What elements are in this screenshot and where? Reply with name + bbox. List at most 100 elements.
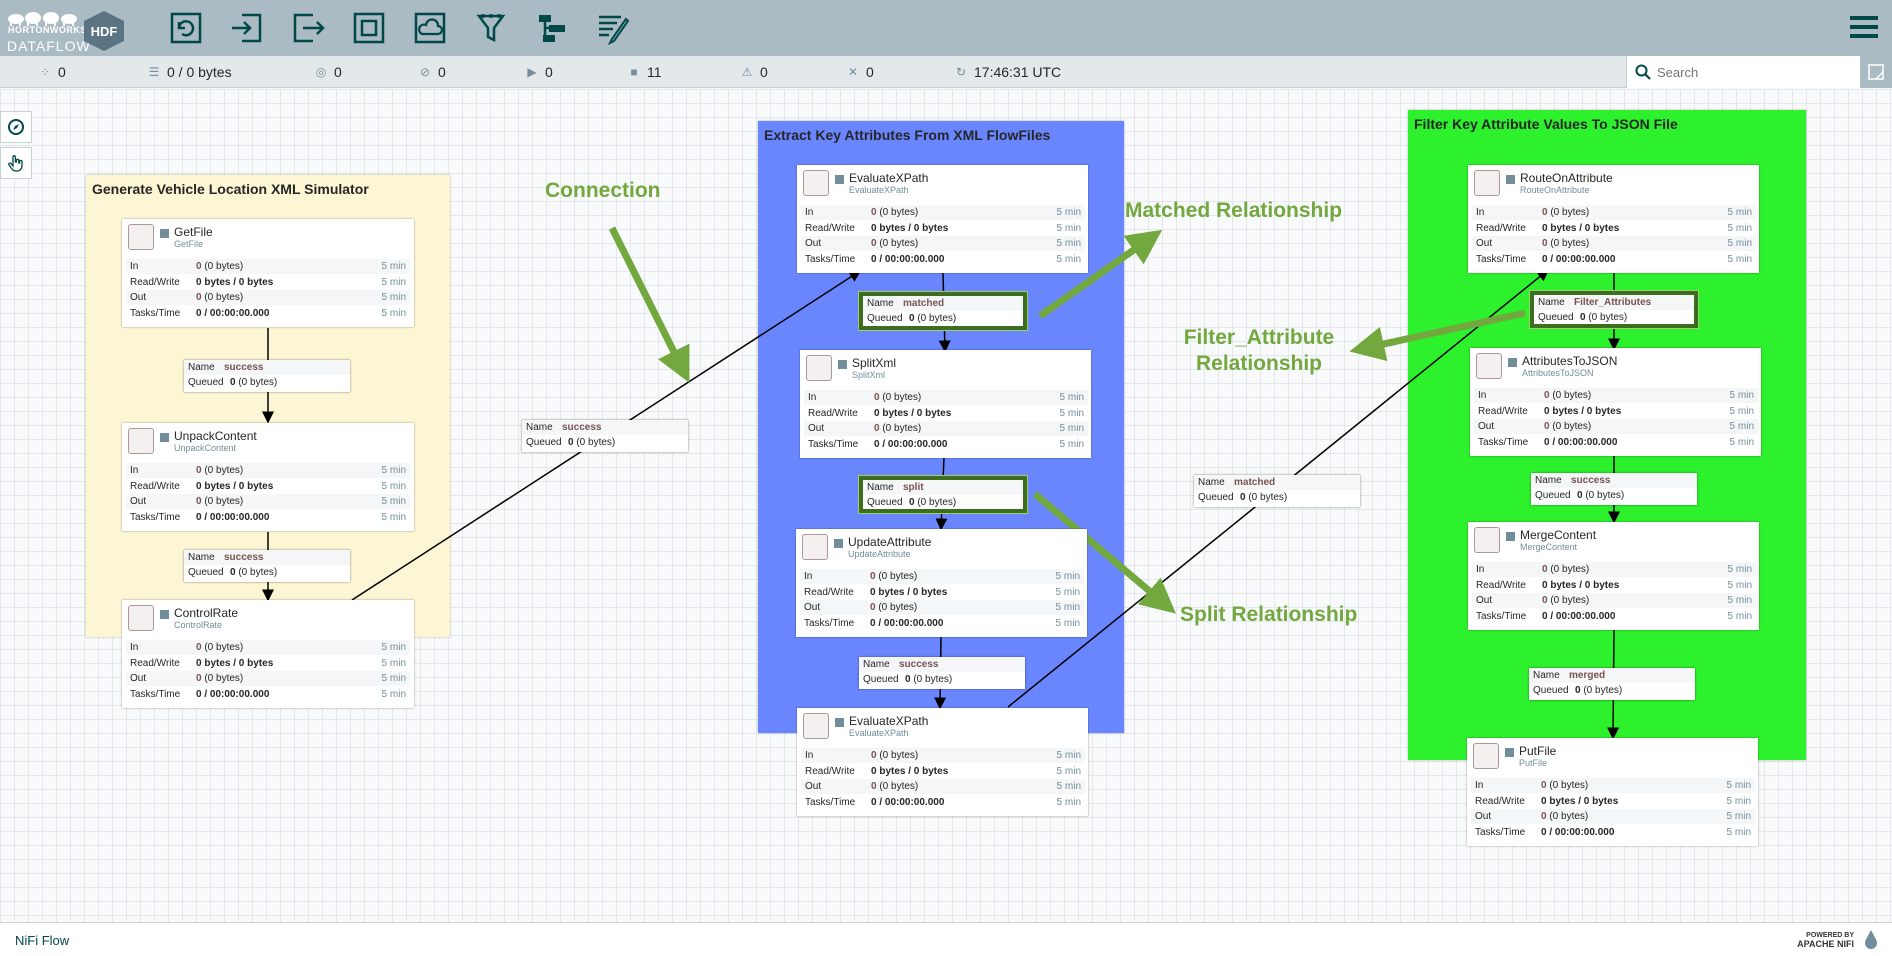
process-group-title: Generate Vehicle Location XML Simulator [92,181,369,197]
annotation-filter-attribute-relationship: Filter_Attribute Relationship [1183,326,1335,375]
input-port-icon [232,13,262,43]
status-last-refreshed[interactable]: ↻17:46:31 UTC [955,64,1062,80]
status-active-threads: ⁘0 [39,64,66,80]
processor-name: RouteOnAttribute [1520,171,1613,185]
queue-list-icon: ☰ [148,65,160,79]
threads-icon: ⁘ [39,65,51,79]
header-bar: HORTONWORKS DATAFLOW HDF [0,0,1892,56]
breadcrumb-nifi-flow[interactable]: NiFi Flow [15,933,70,948]
flow-status-bar: ⁘0 ☰0 / 0 bytes ◎0 ⊘0 ▶0 ■11 ⚠0 ✕0 ↻17:4… [0,56,1892,88]
processor-name: EvaluateXPath [849,171,929,185]
processor-type-icon [128,605,154,631]
remote-process-group-icon [414,12,446,44]
processor-type-icon [802,534,828,560]
processor-icon [170,12,202,44]
flow-canvas[interactable]: Generate Vehicle Location XML Simulator … [0,89,1892,922]
processor-tool-button[interactable] [166,8,206,48]
transmitting-icon: ◎ [315,65,327,79]
process-group-tool-button[interactable] [349,8,389,48]
operate-button[interactable] [0,147,32,179]
output-port-tool-button[interactable] [288,8,328,48]
processor-type: UnpackContent [174,443,237,453]
stopped-state-icon [160,433,169,442]
stopped-state-icon [835,718,844,727]
not-transmitting-icon: ⊘ [419,65,431,79]
global-menu-icon[interactable] [1850,13,1878,41]
template-tool-button[interactable] [532,8,572,48]
output-port-icon [293,13,325,43]
processor-type: MergeContent [1520,542,1578,552]
processor-type: PutFile [1519,758,1548,768]
search-icon [1635,64,1651,80]
processor-name: SplitXml [852,356,897,370]
processor-type-icon [1476,353,1502,379]
process-group-title: Extract Key Attributes From XML FlowFile… [764,127,1051,143]
processor-type-icon [806,355,832,381]
annotation-arrows [608,226,1526,614]
processor-name: EvaluateXPath [849,714,929,728]
stopped-state-icon [834,539,843,548]
stopped-state-icon [1508,358,1517,367]
processor-type: EvaluateXPath [849,185,909,195]
navigate-button[interactable] [0,111,32,143]
navigator-toggle-button[interactable] [1860,56,1892,88]
stopped-state-icon [1506,175,1515,184]
processor-type: AttributesToJSON [1522,368,1594,378]
remote-process-group-tool-button[interactable] [410,8,450,48]
label-tool-button[interactable] [593,8,633,48]
refresh-icon: ↻ [955,65,967,79]
input-port-tool-button[interactable] [227,8,267,48]
status-running: ▶0 [525,64,552,80]
funnel-tool-button[interactable] [471,8,511,48]
processor-type: UpdateAttribute [848,549,911,559]
status-disabled: ✕0 [847,64,874,80]
search-input[interactable] [1657,62,1852,82]
search-box [1626,56,1860,88]
processor-type: EvaluateXPath [849,728,909,738]
annotation-matched-relationship: Matched Relationship [1125,199,1343,222]
